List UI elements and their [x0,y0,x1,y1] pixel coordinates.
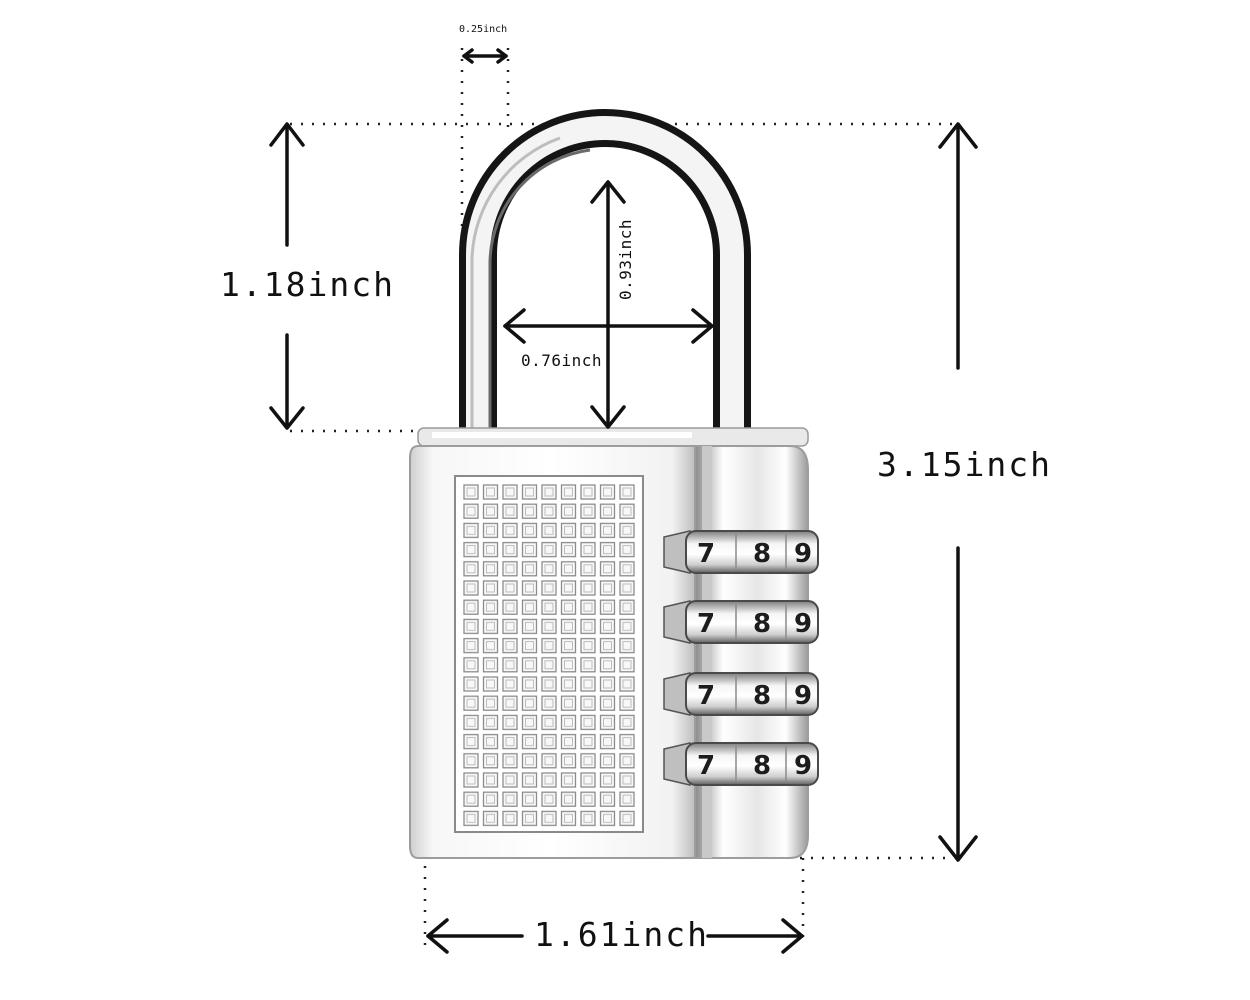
dial-tab [663,742,691,786]
dial-tab [663,672,691,716]
dial-tab [663,600,691,644]
dial-digit: 9 [794,681,812,711]
dimension-arrows [269,48,978,954]
total-height-label: 3.15inch [877,445,1052,484]
shackle-inner-width-label: 0.76inch [521,351,603,370]
dial-digit: 8 [753,751,771,781]
dial-digit: 8 [753,539,771,569]
shackle-inner-height-label: 0.93inch [616,218,635,300]
dial-digit: 9 [794,751,812,781]
dial-band [685,742,819,786]
dial-digit: 7 [697,681,715,711]
dial-band [685,600,819,644]
dial-digit: 7 [697,751,715,781]
lock-top-cap [417,427,809,447]
shackle-thickness-label: 0.25inch [459,24,508,35]
dial-digit: 7 [697,539,715,569]
dial-digit: 8 [753,609,771,639]
lock-body [409,445,809,859]
dial-digit: 8 [753,681,771,711]
dial-band [685,530,819,574]
dial-tab [663,530,691,574]
dial-digit: 7 [697,609,715,639]
shackle-height-label: 1.18inch [220,265,395,304]
dial-digit: 9 [794,609,812,639]
shackle [459,109,751,432]
body-width-label: 1.61inch [534,915,709,954]
dial-digit: 9 [794,539,812,569]
dial-band [685,672,819,716]
dotted-guides [290,48,960,945]
